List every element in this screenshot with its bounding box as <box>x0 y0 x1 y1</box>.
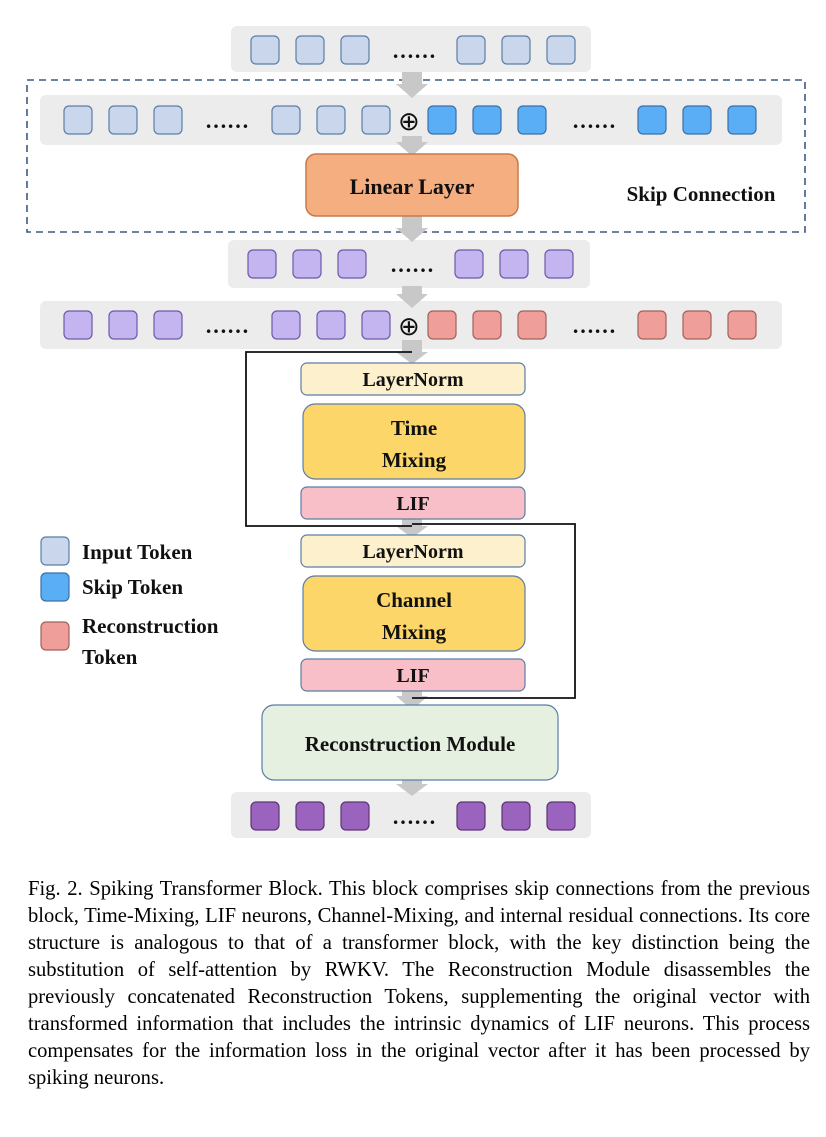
layernorm-1-label: LayerNorm <box>362 369 463 391</box>
legend-input-token-label: Input Token <box>82 540 193 564</box>
recon-token-r4-g3-1 <box>427 310 457 340</box>
row2-ellipsis-right: …… <box>572 108 616 133</box>
legend-reconstruction-token-label-2: Token <box>82 645 138 669</box>
lif-1-box <box>300 486 526 520</box>
time-mixing-box <box>302 403 526 480</box>
arrow-row2-linear <box>396 136 428 156</box>
reconstruction-module-label: Reconstruction Module <box>305 732 516 756</box>
row1-ellipsis: …… <box>392 38 436 63</box>
lif-1-label: LIF <box>396 493 429 515</box>
hidden-token-r3-g2-2 <box>499 249 529 279</box>
recon-token-r4-g3-2 <box>472 310 502 340</box>
hidden-token-r4-g1-2 <box>108 310 138 340</box>
residual-line-2 <box>412 523 576 699</box>
input-token-r2-g2-3 <box>361 105 391 135</box>
legend-skip-token-label: Skip Token <box>82 575 183 599</box>
legend: Input Token Skip Token Reconstruction To… <box>40 536 219 669</box>
lif-2-box <box>300 658 526 692</box>
linear-layer-box <box>305 153 519 217</box>
skip-token-r2-g4-3 <box>727 105 757 135</box>
row5-ellipsis: …… <box>392 804 436 829</box>
skip-token-r2-g3-2 <box>472 105 502 135</box>
spiking-transformer-diagram: …… …… …… ⊕ …… …… …… ⊕ …… Linear Layer Sk… <box>26 26 806 838</box>
row3-ellipsis: …… <box>390 252 434 277</box>
arrow-lif1-layernorm2 <box>396 516 428 538</box>
hidden-token-r3-g2-1 <box>454 249 484 279</box>
linear-layer-label: Linear Layer <box>350 174 475 199</box>
output-token-r5-g2-2 <box>501 801 531 831</box>
recon-token-r4-g4-1 <box>637 310 667 340</box>
input-token-r1-g2-3 <box>546 35 576 65</box>
token-row-4-bg <box>40 301 782 349</box>
time-mixing-label-1: Time <box>391 416 437 440</box>
channel-mixing-box <box>302 575 526 652</box>
token-squares <box>63 35 757 831</box>
arrow-linear-row3 <box>396 216 428 242</box>
layernorm-2-label: LayerNorm <box>362 541 463 563</box>
recon-token-r4-g4-3 <box>727 310 757 340</box>
row2-concat-icon: ⊕ <box>398 107 420 137</box>
layernorm-1-box <box>300 362 526 396</box>
arrow-lif2-recon <box>396 690 428 710</box>
input-token-r1-g1-2 <box>295 35 325 65</box>
output-token-r5-g1-1 <box>250 801 280 831</box>
hidden-token-r4-g1-1 <box>63 310 93 340</box>
input-token-r2-g1-1 <box>63 105 93 135</box>
legend-reconstruction-token-swatch <box>40 621 70 651</box>
output-token-r5-g1-3 <box>340 801 370 831</box>
legend-input-token-swatch <box>40 536 70 566</box>
token-row-2-bg <box>40 95 782 145</box>
hidden-token-r3-g1-2 <box>292 249 322 279</box>
hidden-token-r4-g2-2 <box>316 310 346 340</box>
channel-mixing-label-1: Channel <box>376 588 452 612</box>
skip-token-r2-g3-1 <box>427 105 457 135</box>
row4-ellipsis-right: …… <box>572 313 616 338</box>
skip-token-r2-g3-3 <box>517 105 547 135</box>
legend-reconstruction-token-label-1: Reconstruction <box>82 614 219 638</box>
recon-token-r4-g4-2 <box>682 310 712 340</box>
hidden-token-r4-g1-3 <box>153 310 183 340</box>
arrow-recon-row5 <box>396 776 428 796</box>
row2-ellipsis-left: …… <box>205 108 249 133</box>
channel-mixing-label-2: Mixing <box>382 620 447 644</box>
hidden-token-r3-g1-3 <box>337 249 367 279</box>
arrow-row1-row2 <box>396 72 428 98</box>
lif-2-label: LIF <box>396 665 429 687</box>
input-token-r1-g2-1 <box>456 35 486 65</box>
input-token-r1-g1-3 <box>340 35 370 65</box>
figure-caption: Fig. 2. Spiking Transformer Block. This … <box>28 878 810 1089</box>
skip-connection-label: Skip Connection <box>627 182 776 206</box>
layernorm-2-box <box>300 534 526 568</box>
input-token-r2-g2-2 <box>316 105 346 135</box>
hidden-token-r3-g2-3 <box>544 249 574 279</box>
reconstruction-module-box <box>261 704 559 781</box>
skip-token-r2-g4-2 <box>682 105 712 135</box>
input-token-r1-g2-2 <box>501 35 531 65</box>
input-token-r2-g2-1 <box>271 105 301 135</box>
skip-token-r2-g4-1 <box>637 105 667 135</box>
time-mixing-label-2: Mixing <box>382 448 447 472</box>
recon-token-r4-g3-3 <box>517 310 547 340</box>
arrow-row3-row4 <box>396 286 428 308</box>
flow-arrows <box>396 72 428 796</box>
input-token-r2-g1-2 <box>108 105 138 135</box>
row4-ellipsis-left: …… <box>205 313 249 338</box>
hidden-token-r3-g1-1 <box>247 249 277 279</box>
hidden-token-r4-g2-1 <box>271 310 301 340</box>
output-token-r5-g1-2 <box>295 801 325 831</box>
residual-line-1 <box>245 351 412 527</box>
output-token-r5-g2-3 <box>546 801 576 831</box>
input-token-r2-g1-3 <box>153 105 183 135</box>
input-token-r1-g1-1 <box>250 35 280 65</box>
output-token-r5-g2-1 <box>456 801 486 831</box>
hidden-token-r4-g2-3 <box>361 310 391 340</box>
legend-skip-token-swatch <box>40 572 70 602</box>
row4-concat-icon: ⊕ <box>398 312 420 342</box>
